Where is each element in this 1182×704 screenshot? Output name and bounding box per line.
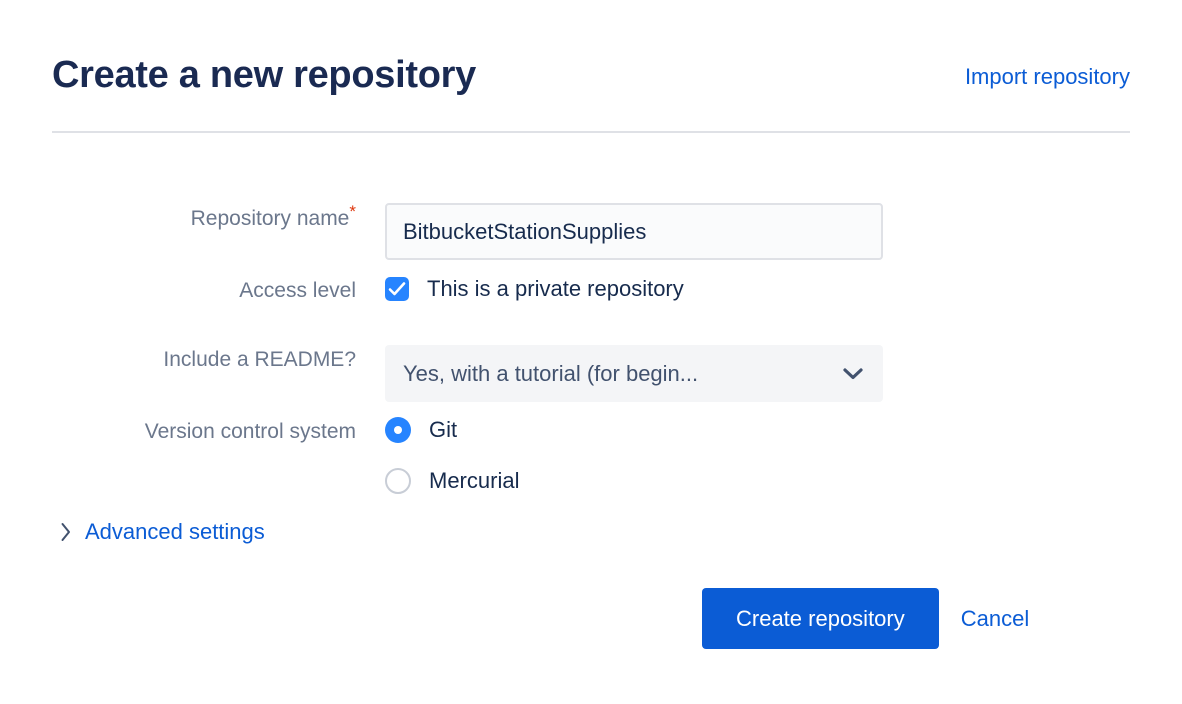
private-repository-checkbox-label: This is a private repository [427, 276, 684, 301]
private-repository-checkbox[interactable] [385, 277, 409, 301]
cancel-link[interactable]: Cancel [960, 605, 1030, 631]
readme-control: Yes, with a tutorial (for begin... [385, 345, 883, 402]
form-row-readme: Include a README? Yes, with a tutorial (… [52, 345, 883, 402]
advanced-settings-toggle[interactable]: Advanced settings [60, 518, 265, 546]
access-level-control: This is a private repository [385, 276, 684, 302]
radio-mercurial-label: Mercurial [429, 468, 520, 493]
required-asterisk: * [349, 202, 356, 221]
page-header: Create a new repository Import repositor… [52, 52, 1130, 130]
radio-mercurial-indicator[interactable] [385, 468, 411, 494]
radio-option-mercurial[interactable]: Mercurial [385, 468, 519, 494]
readme-label: Include a README? [163, 348, 356, 371]
repository-name-label-text: Repository name [190, 207, 350, 230]
create-repository-button[interactable]: Create repository [702, 588, 939, 649]
radio-git-indicator[interactable] [385, 417, 411, 443]
version-control-radio-group: Git Mercurial [385, 417, 519, 494]
version-control-label: Version control system [144, 420, 356, 443]
repository-name-label: Repository name* [52, 203, 356, 234]
advanced-settings-label: Advanced settings [85, 519, 265, 544]
form-row-access-level: Access level This is a private repositor… [52, 276, 684, 306]
page-title: Create a new repository [52, 54, 476, 96]
repository-name-control [385, 203, 883, 260]
form-row-repository-name: Repository name* [52, 203, 883, 260]
readme-select[interactable]: Yes, with a tutorial (for begin... [385, 345, 883, 402]
readme-select-value: Yes, with a tutorial (for begin... [403, 360, 699, 386]
radio-git-label: Git [429, 417, 458, 442]
radio-option-git[interactable]: Git [385, 417, 519, 443]
version-control-control: Git Mercurial [385, 417, 519, 494]
header-divider [52, 131, 1130, 133]
check-icon [388, 282, 406, 296]
form-row-version-control: Version control system Git Mercurial [52, 417, 519, 494]
chevron-down-icon [843, 367, 863, 379]
repository-name-input[interactable] [385, 203, 883, 260]
chevron-right-icon [61, 523, 70, 541]
import-repository-link[interactable]: Import repository [964, 64, 1130, 89]
form-actions: Create repository Cancel [702, 588, 1029, 649]
access-level-label: Access level [239, 279, 356, 302]
private-repository-checkbox-row[interactable]: This is a private repository [385, 276, 684, 302]
